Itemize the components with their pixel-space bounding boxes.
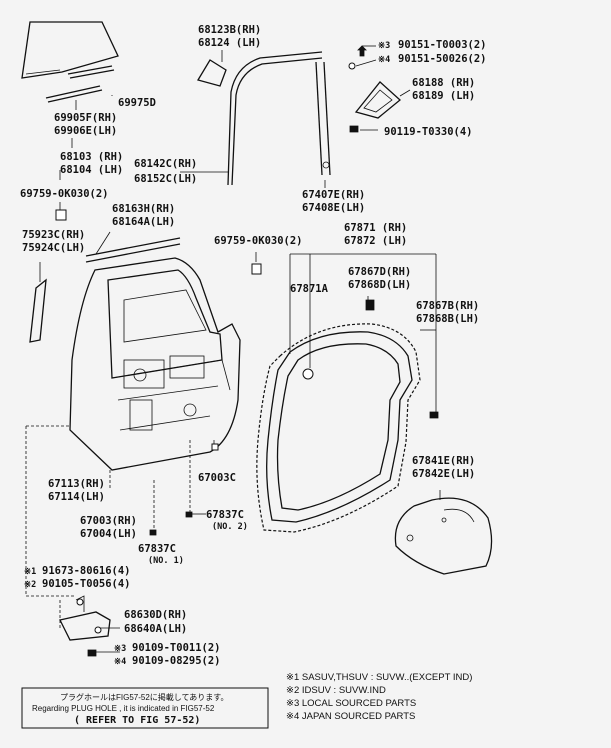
label-68163h: 68163H(RH) (112, 203, 175, 215)
label-67003: 67003(RH) (80, 515, 137, 527)
label-90109-08295: 90109-08295(2) (132, 655, 221, 667)
mark-3-b: ※3 (114, 644, 126, 654)
pad-icon (251, 263, 262, 275)
label-67004: 67004(LH) (80, 528, 137, 540)
label-91673: 91673-80616(4) (42, 565, 131, 577)
clip-icon (429, 411, 439, 419)
label-67408e: 67408E(LH) (302, 202, 365, 214)
label-67872: 67872 (LH) (344, 235, 407, 247)
reference-line-3: ( REFER TO FIG 57-52) (74, 715, 200, 726)
label-67407e: 67407E(RH) (302, 189, 365, 201)
label-67837c-1-no: (NO. 1) (148, 556, 184, 566)
label-67871a: 67871A (290, 283, 329, 295)
door-weatherstrip-drawing (256, 323, 421, 533)
label-68103: 68103 (RH) (60, 151, 123, 163)
label-90109-t0011: 90109-T0011(2) (132, 642, 221, 654)
label-68630d: 68630D(RH) (124, 609, 187, 621)
clip-icon (357, 45, 367, 57)
label-90119: 90119-T0330(4) (384, 126, 473, 138)
label-67837c-2-no: (NO. 2) (212, 522, 248, 532)
label-67003c: 67003C (198, 472, 236, 484)
label-67114: 67114(LH) (48, 491, 105, 503)
quarter-frame-drawing (354, 81, 401, 119)
footnote-2: ※2 IDSUV : SUVW.IND (286, 685, 386, 696)
label-68152c: 68152C(LH) (134, 173, 197, 185)
mark-1-a: ※1 (24, 567, 36, 577)
bolt-icon (349, 125, 359, 133)
label-67837c-2: 67837C (206, 509, 244, 521)
label-68189: 68189 (LH) (412, 90, 475, 102)
screw-icon (348, 62, 356, 70)
label-68142c: 68142C(RH) (134, 158, 197, 170)
clip-icon (365, 299, 375, 311)
clip-icon (149, 529, 157, 536)
mark-3-a: ※3 (378, 41, 390, 51)
belt-moulding-drawing (85, 237, 181, 263)
mark-2-a: ※2 (24, 580, 36, 590)
label-68123b: 68123B(RH) (198, 24, 261, 36)
label-68164a: 68164A(LH) (112, 216, 175, 228)
label-69759-b: 69759-0K030(2) (214, 235, 303, 247)
footnote-1: ※1 SASUV,THSUV : SUVW..(EXCEPT IND) (286, 672, 472, 683)
label-68188: 68188 (RH) (412, 77, 475, 89)
label-68104: 68104 (LH) (60, 164, 123, 176)
label-67867b: 67867B(RH) (416, 300, 479, 312)
label-90105: 90105-T0056(4) (42, 578, 131, 590)
reference-line-1: プラグホールはFIG57-52に掲載してあります。 (60, 692, 229, 702)
label-69905f: 69905F(RH) (54, 112, 117, 124)
label-67842e: 67842E(LH) (412, 468, 475, 480)
center-pillar-drawing (315, 61, 331, 176)
plug-hole-reference-box: プラグホールはFIG57-52に掲載してあります。 Regarding PLUG… (21, 687, 269, 729)
label-69906e: 69906E(LH) (54, 125, 117, 137)
label-68124: 68124 (LH) (198, 37, 261, 49)
label-90151-t0003: 90151-T0003(2) (398, 39, 487, 51)
label-67113: 67113(RH) (48, 478, 105, 490)
footnote-3: ※3 LOCAL SOURCED PARTS (286, 698, 416, 709)
label-67868b: 67868B(LH) (416, 313, 479, 325)
label-69975d: 69975D (118, 97, 156, 109)
footnote-4: ※4 JAPAN SOURCED PARTS (286, 711, 415, 722)
reference-line-2: Regarding PLUG HOLE , it is indicated in… (32, 704, 215, 713)
pad-icon (55, 209, 67, 221)
label-67871: 67871 (RH) (344, 222, 407, 234)
label-67841e: 67841E(RH) (412, 455, 475, 467)
service-hole-cover-drawing (394, 497, 493, 575)
label-90151-50026: 90151-50026(2) (398, 53, 487, 65)
label-75923c: 75923C(RH) (22, 229, 85, 241)
quarter-glass-drawing (197, 59, 227, 87)
label-75924c: 75924C(LH) (22, 242, 85, 254)
label-69759-a: 69759-0K030(2) (20, 188, 109, 200)
side-garnish-drawing (29, 278, 47, 343)
label-67867d: 67867D(RH) (348, 266, 411, 278)
clip-icon (211, 443, 219, 451)
label-67868d: 67868D(LH) (348, 279, 411, 291)
label-67837c-1: 67837C (138, 543, 176, 555)
mark-4-a: ※4 (378, 55, 390, 65)
door-panel-drawing (69, 257, 241, 471)
label-68640a: 68640A(LH) (124, 623, 187, 635)
door-glass-drawing (21, 21, 119, 79)
glass-channel-drawing (45, 65, 115, 103)
clip-icon (185, 511, 193, 518)
clip-icon (302, 368, 314, 380)
mark-4-b: ※4 (114, 657, 126, 667)
door-frame-weatherstrip-drawing (227, 51, 323, 186)
